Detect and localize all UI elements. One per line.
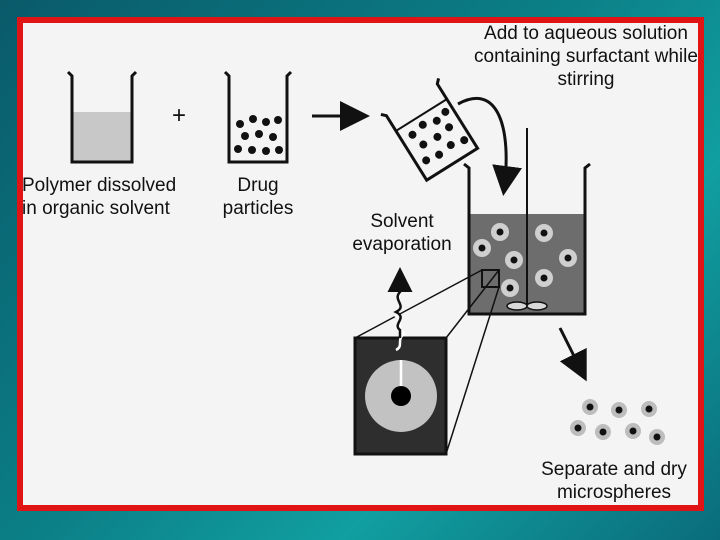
separate-label-line1: Separate and dry (541, 459, 687, 480)
aqueous-label-line2: containing surfactant while (474, 46, 698, 67)
drug-particles (234, 115, 283, 155)
drug-core (391, 386, 411, 406)
zoom-lines (354, 269, 500, 455)
emulsion-droplets (473, 223, 577, 297)
magnified-droplet (353, 291, 448, 456)
pour-arrow (457, 96, 522, 196)
polymer-label: Polymer dissolved in organic solvent (22, 174, 176, 220)
zoom-region (481, 269, 500, 288)
microspheres (570, 399, 665, 445)
drug-beaker (223, 70, 293, 164)
evaporation-arrow (387, 267, 413, 338)
aqueous-label: Add to aqueous solution containing surfa… (466, 22, 706, 91)
drug-label-line2: particles (222, 198, 294, 219)
stirring-beaker (463, 128, 591, 316)
aqueous-label-line1: Add to aqueous solution (484, 23, 688, 44)
plus-sign: + (172, 102, 187, 129)
polymer-beaker (66, 70, 138, 164)
drug-label-line1: Drug (237, 175, 279, 196)
separate-arrow (558, 327, 587, 382)
aqueous-label-line3: stirring (557, 69, 615, 90)
evaporation-label: Solvent evaporation (340, 210, 464, 256)
evaporation-label-line2: evaporation (352, 234, 452, 255)
tilted-beaker (380, 78, 480, 183)
separate-label: Separate and dry microspheres (530, 458, 698, 504)
separate-label-line2: microspheres (556, 482, 672, 503)
polymer-solution (73, 112, 131, 162)
stirrer-blade (506, 301, 528, 311)
drug-label: Drug particles (210, 174, 306, 220)
evaporation-label-line1: Solvent (370, 211, 434, 232)
polymer-label-line2: in organic solvent (22, 198, 170, 219)
suspended-particles (408, 107, 469, 165)
polymer-label-line1: Polymer dissolved (22, 175, 177, 196)
